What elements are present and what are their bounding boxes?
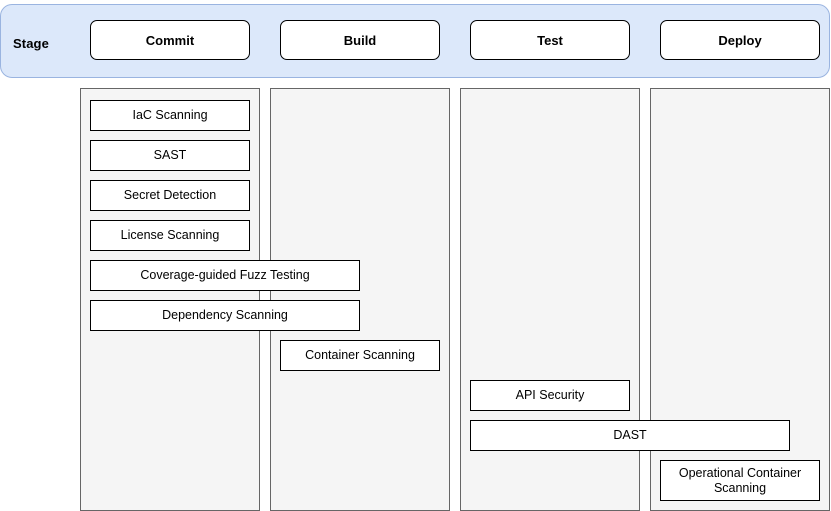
practice-coverage-guided-fuzz-testing[interactable]: Coverage-guided Fuzz Testing xyxy=(90,260,360,291)
practice-label: Coverage-guided Fuzz Testing xyxy=(140,268,310,282)
practice-iac-scanning[interactable]: IaC Scanning xyxy=(90,100,250,131)
stage-label: Test xyxy=(537,32,563,48)
stage-button-commit[interactable]: Commit xyxy=(90,20,250,60)
practice-license-scanning[interactable]: License Scanning xyxy=(90,220,250,251)
practice-api-security[interactable]: API Security xyxy=(470,380,630,411)
practice-label: Operational Container Scanning xyxy=(678,465,802,495)
stage-button-deploy[interactable]: Deploy xyxy=(660,20,820,60)
practice-label: Dependency Scanning xyxy=(162,308,288,322)
stage-button-build[interactable]: Build xyxy=(280,20,440,60)
stage-label: Commit xyxy=(145,32,195,48)
practice-dast[interactable]: DAST xyxy=(470,420,790,451)
practice-label: SAST xyxy=(153,148,187,162)
practice-label: License Scanning xyxy=(120,228,220,242)
stage-button-test[interactable]: Test xyxy=(470,20,630,60)
practice-label: API Security xyxy=(515,388,585,402)
practice-container-scanning[interactable]: Container Scanning xyxy=(280,340,440,371)
practice-dependency-scanning[interactable]: Dependency Scanning xyxy=(90,300,360,331)
practice-label: IaC Scanning xyxy=(132,108,208,122)
lane-build xyxy=(270,88,450,511)
practice-operational-container-scanning[interactable]: Operational Container Scanning xyxy=(660,460,820,501)
practice-secret-detection[interactable]: Secret Detection xyxy=(90,180,250,211)
practice-label: Secret Detection xyxy=(123,188,217,202)
practice-label: DAST xyxy=(613,428,647,442)
stage-row-label: Stage xyxy=(13,36,49,51)
stage-label: Build xyxy=(343,32,377,48)
stage-label: Deploy xyxy=(718,32,762,48)
practice-sast[interactable]: SAST xyxy=(90,140,250,171)
practice-label: Container Scanning xyxy=(305,348,415,362)
